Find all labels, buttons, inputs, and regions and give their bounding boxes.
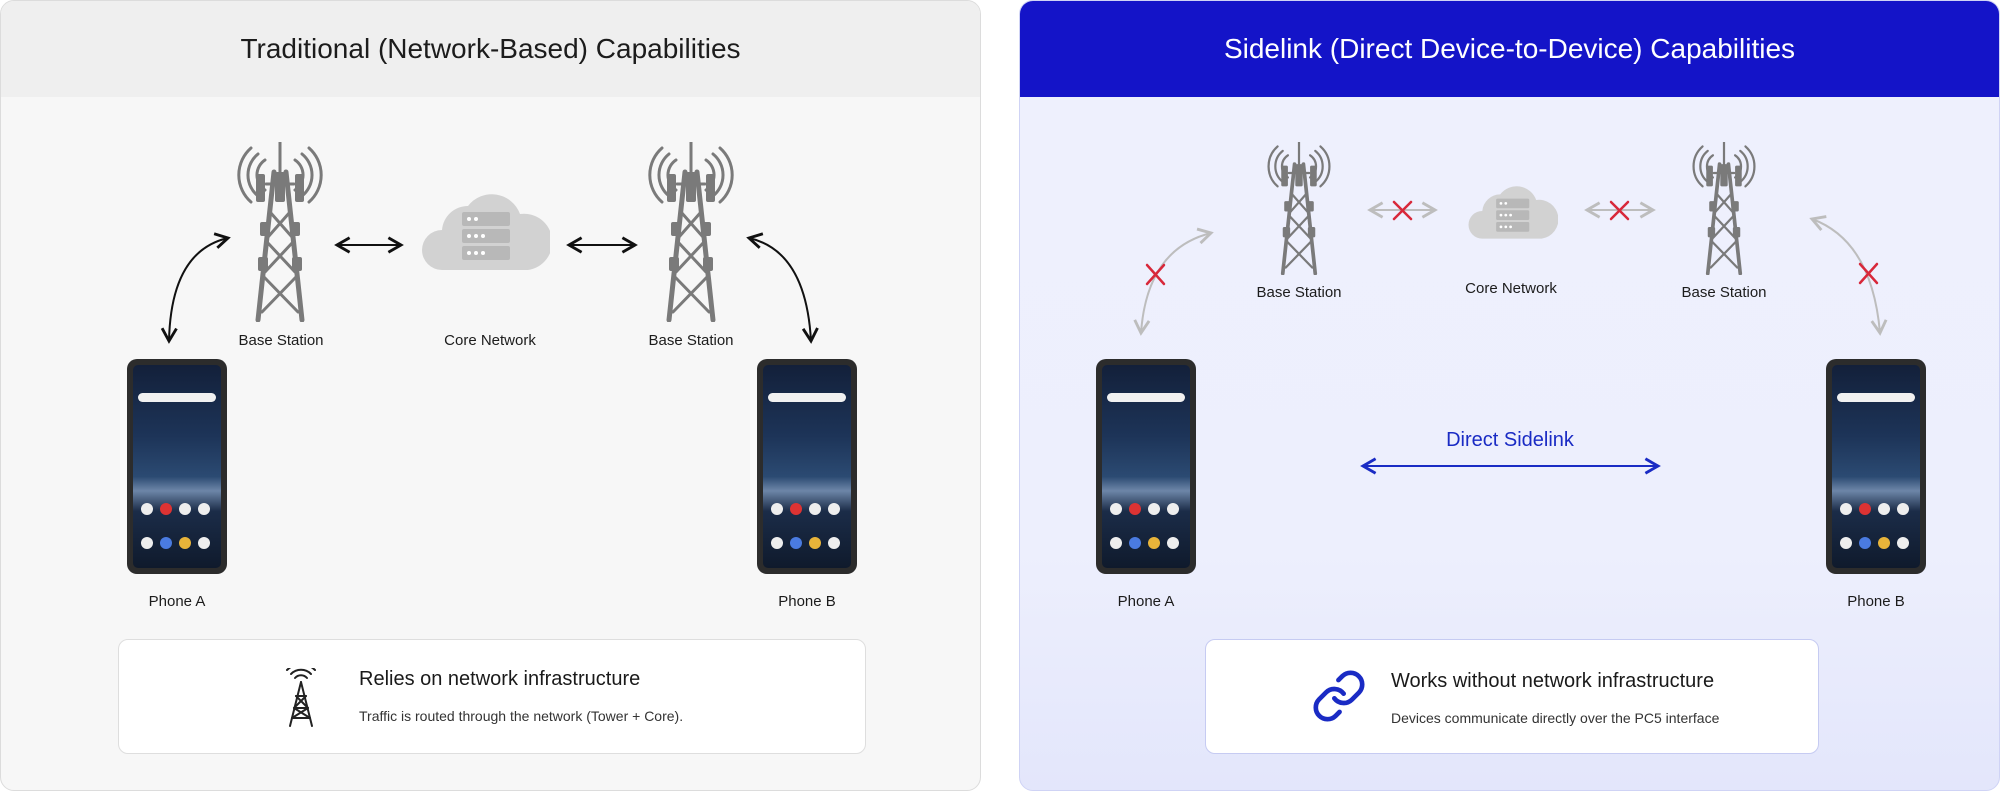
core-network-label: Core Network: [444, 332, 536, 349]
core-network-cloud-icon: [422, 194, 550, 270]
sidelink-diagram: [1133, 142, 1888, 475]
traditional-diagram: [160, 1, 819, 344]
traditional-panel: Traditional (Network-Based) Capabilities…: [0, 0, 981, 791]
base-station-left-label: Base Station: [238, 332, 324, 349]
phone-a-label: Phone A: [148, 593, 206, 610]
base-station-right-label: Base Station: [648, 332, 734, 349]
blocked-phone-b-tower-link: [1809, 215, 1888, 336]
phone-a-device: [1096, 359, 1196, 574]
sidelink-panel-title: Sidelink (Direct Device-to-Device) Capab…: [1020, 1, 1999, 97]
blocked-x-marks: [1145, 200, 1879, 286]
phone-b-label: Phone B: [778, 593, 836, 610]
sidelink-panel: Sidelink (Direct Device-to-Device) Capab…: [1019, 0, 2000, 791]
phone-b-label: Phone B: [1847, 593, 1905, 610]
link-icon: [1313, 670, 1365, 722]
phone-b-device: [1826, 359, 1926, 574]
sidelink-card-title: Works without network infrastructure: [1391, 670, 1715, 692]
phone-a-device: [127, 359, 227, 574]
phone-a-label: Phone A: [1117, 593, 1175, 610]
blocked-phone-a-tower-link: [1133, 227, 1214, 336]
core-network-label: Core Network: [1465, 280, 1557, 297]
phone-b-tower-link: [746, 232, 819, 344]
base-station-left-tower-icon: [1266, 142, 1332, 275]
base-station-left-tower-icon: [239, 142, 321, 320]
base-station-right-label: Base Station: [1681, 284, 1767, 301]
base-station-left-label: Base Station: [1256, 284, 1342, 301]
phone-a-tower-link: [160, 232, 231, 344]
network-card-text: Traffic is routed through the network (T…: [359, 708, 684, 724]
base-station-right-tower-icon: [1691, 142, 1757, 275]
phone-b-device: [757, 359, 857, 574]
sidelink-card-text: Devices communicate directly over the PC…: [1391, 710, 1720, 726]
base-station-right-tower-icon: [650, 142, 732, 320]
network-card-title: Relies on network infrastructure: [359, 668, 641, 690]
traditional-panel-title: Traditional (Network-Based) Capabilities: [1, 1, 980, 97]
network-infrastructure-card: Relies on network infrastructure Traffic…: [118, 639, 866, 754]
sidelink-infrastructure-card: Works without network infrastructure Dev…: [1205, 639, 1819, 754]
core-network-cloud-icon: [1468, 186, 1558, 239]
direct-sidelink-label: Direct Sidelink: [1446, 429, 1574, 451]
tower-icon: [286, 668, 316, 727]
